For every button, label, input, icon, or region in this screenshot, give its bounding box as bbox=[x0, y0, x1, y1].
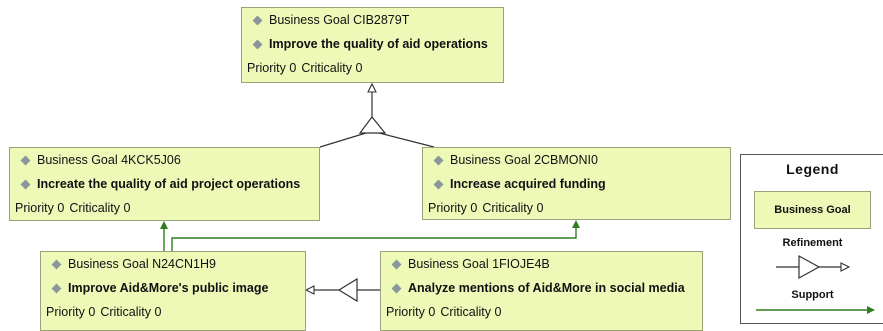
legend-business-goal-swatch: Business Goal bbox=[754, 191, 871, 229]
goal-diamond-icon bbox=[252, 15, 263, 25]
goal-criticality: Criticality 0 bbox=[440, 305, 502, 319]
legend-panel: Legend Business Goal Refinement Support bbox=[740, 154, 883, 324]
goal-priority: Priority 0 bbox=[247, 61, 297, 75]
goal-description: Improve Aid&More's public image bbox=[68, 281, 269, 295]
goal-title: Business Goal CIB2879T bbox=[269, 13, 410, 27]
goal-criticality: Criticality 0 bbox=[301, 61, 363, 75]
goal-diamond-icon bbox=[20, 155, 31, 165]
refinement-triangle-top bbox=[358, 116, 387, 134]
legend-refinement-label: Refinement bbox=[782, 237, 843, 249]
refinement-triangle-bottom bbox=[337, 277, 358, 303]
goal-description: Improve the quality of aid operations bbox=[269, 37, 488, 51]
goal-priority: Priority 0 bbox=[386, 305, 436, 319]
goal-description: Increate the quality of aid project oper… bbox=[37, 177, 301, 191]
legend-symbols bbox=[756, 254, 875, 314]
support-line-g4-g3 bbox=[171, 228, 577, 251]
goal-priority: Priority 0 bbox=[15, 201, 65, 215]
goal-criticality: Criticality 0 bbox=[69, 201, 131, 215]
goal-description: Analyze mentions of Aid&More in social m… bbox=[408, 281, 685, 295]
goal-diamond-icon bbox=[433, 179, 444, 189]
goal-title: Business Goal N24CN1H9 bbox=[68, 257, 216, 271]
refinement-arrowhead-bottom bbox=[304, 285, 315, 295]
business-goal-node[interactable]: Business Goal 4KCK5J06 Increate the qual… bbox=[9, 147, 320, 221]
refinement-line-g3 bbox=[378, 132, 435, 148]
goal-priority: Priority 0 bbox=[428, 201, 478, 215]
refinement-line-g2 bbox=[319, 132, 367, 148]
legend-support-label: Support bbox=[791, 289, 834, 301]
goal-diamond-icon bbox=[20, 179, 31, 189]
goal-criticality: Criticality 0 bbox=[482, 201, 544, 215]
goal-description: Increase acquired funding bbox=[450, 177, 606, 191]
goal-diamond-icon bbox=[252, 39, 263, 49]
goal-priority: Priority 0 bbox=[46, 305, 96, 319]
goal-diamond-icon bbox=[433, 155, 444, 165]
goal-diamond-icon bbox=[391, 259, 402, 269]
support-arrowhead-g2 bbox=[160, 221, 168, 229]
goal-diamond-icon bbox=[391, 283, 402, 293]
goal-title: Business Goal 2CBMONI0 bbox=[450, 153, 598, 167]
business-goal-node[interactable]: Business Goal 1FIOJE4B Analyze mentions … bbox=[380, 251, 703, 331]
business-goal-node[interactable]: Business Goal 2CBMONI0 Increase acquired… bbox=[422, 147, 731, 220]
legend-refinement-arrowhead-icon bbox=[840, 262, 851, 272]
goal-criticality: Criticality 0 bbox=[100, 305, 162, 319]
goal-diamond-icon bbox=[51, 283, 62, 293]
connectors-layer bbox=[160, 82, 580, 303]
goal-title: Business Goal 1FIOJE4B bbox=[408, 257, 550, 271]
legend-refinement-triangle-icon bbox=[798, 254, 821, 280]
legend-support-arrowhead-icon bbox=[867, 306, 875, 314]
goal-title: Business Goal 4KCK5J06 bbox=[37, 153, 181, 167]
business-goal-node[interactable]: Business Goal CIB2879T Improve the quali… bbox=[241, 7, 504, 83]
business-goal-node[interactable]: Business Goal N24CN1H9 Improve Aid&More'… bbox=[40, 251, 306, 331]
refinement-arrowhead-top bbox=[367, 82, 377, 93]
legend-title: Legend bbox=[786, 161, 839, 177]
legend-business-goal-label: Business Goal bbox=[774, 204, 851, 216]
support-arrowhead-g3 bbox=[572, 220, 580, 228]
goal-diamond-icon bbox=[51, 259, 62, 269]
